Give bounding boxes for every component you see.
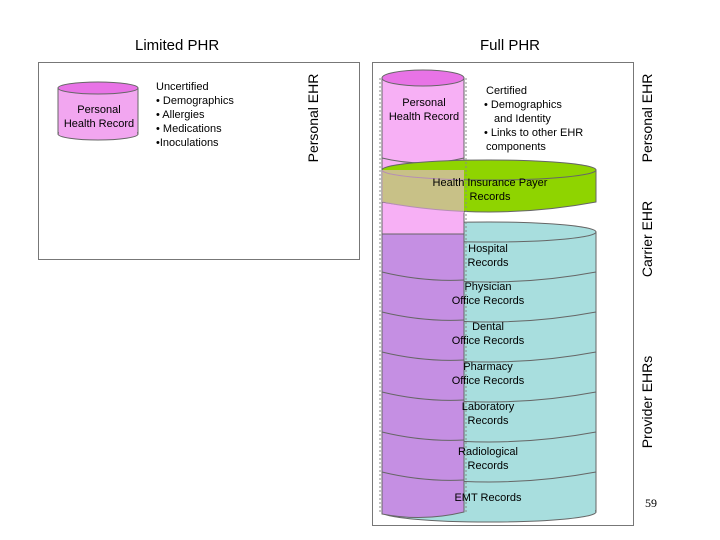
laboratory-label-line-2: Records [467,415,509,427]
full-cylinder-label: Personal Health Record [382,96,466,124]
pharmacy-label-line-2: Office Records [451,375,525,387]
full-cylinder-label-line-1: Personal [402,97,446,109]
limited-cylinder-label-line-1: Personal [77,104,121,116]
radiological-label-line-1: Radiological [458,446,518,458]
full-cylinder-label-line-2: Health Record [388,111,460,123]
full-phr-title: Full PHR [480,37,541,54]
emt-records-label: EMT Records [454,492,522,504]
hospital-label-line-2: Records [467,257,509,269]
full-item: • Demographics [484,99,562,111]
personal-ehr-left-label: Personal EHR [305,73,321,163]
carrier-ehr-label: Carrier EHR [639,200,655,278]
limited-item: •Inoculations [156,137,219,149]
full-item: components [486,141,546,153]
limited-phr-title: Limited PHR [135,37,220,54]
physician-label-line-1: Physician [464,281,512,293]
radiological-label-line-2: Records [467,460,509,472]
physician-label-line-2: Office Records [451,295,525,307]
personal-ehr-right-label: Personal EHR [639,73,655,163]
limited-item: • Allergies [156,109,205,121]
hospital-label-line-1: Hospital [468,243,508,255]
payer-label-line-1: Health Insurance Payer [432,177,548,189]
limited-items-list: Uncertified • Demographics • Allergies •… [156,80,234,150]
laboratory-label-line-1: Laboratory [461,401,515,413]
full-item: and Identity [494,113,551,125]
limited-item: • Medications [156,123,222,135]
payer-records-band [381,159,597,213]
pharmacy-records-label: Pharmacy Office Records [428,360,548,388]
limited-cylinder-label-line-2: Health Record [63,118,135,130]
hospital-records-label: Hospital Records [428,242,548,270]
limited-phr-cylinder [57,81,139,141]
dental-records-label: Dental Office Records [428,320,548,348]
dental-label-line-2: Office Records [451,335,525,347]
limited-item: Uncertified [156,81,209,93]
physician-records-label: Physician Office Records [428,280,548,308]
limited-cylinder-label: Personal Health Record [56,103,142,131]
page-number: 59 [645,496,657,510]
provider-ehrs-label: Provider EHRs [639,355,655,449]
payer-records-label: Health Insurance Payer Records [410,176,570,204]
full-items-list: Certified • Demographics and Identity • … [484,84,583,154]
phr-column-overlay [381,231,465,519]
laboratory-records-label: Laboratory Records [428,400,548,428]
payer-label-line-2: Records [469,191,511,203]
pharmacy-label-line-1: Pharmacy [463,361,513,373]
dental-label-line-1: Dental [472,321,504,333]
limited-item: • Demographics [156,95,234,107]
full-item: Certified [486,85,527,97]
radiological-records-label: Radiological Records [428,445,548,473]
full-item: • Links to other EHR [484,127,584,139]
